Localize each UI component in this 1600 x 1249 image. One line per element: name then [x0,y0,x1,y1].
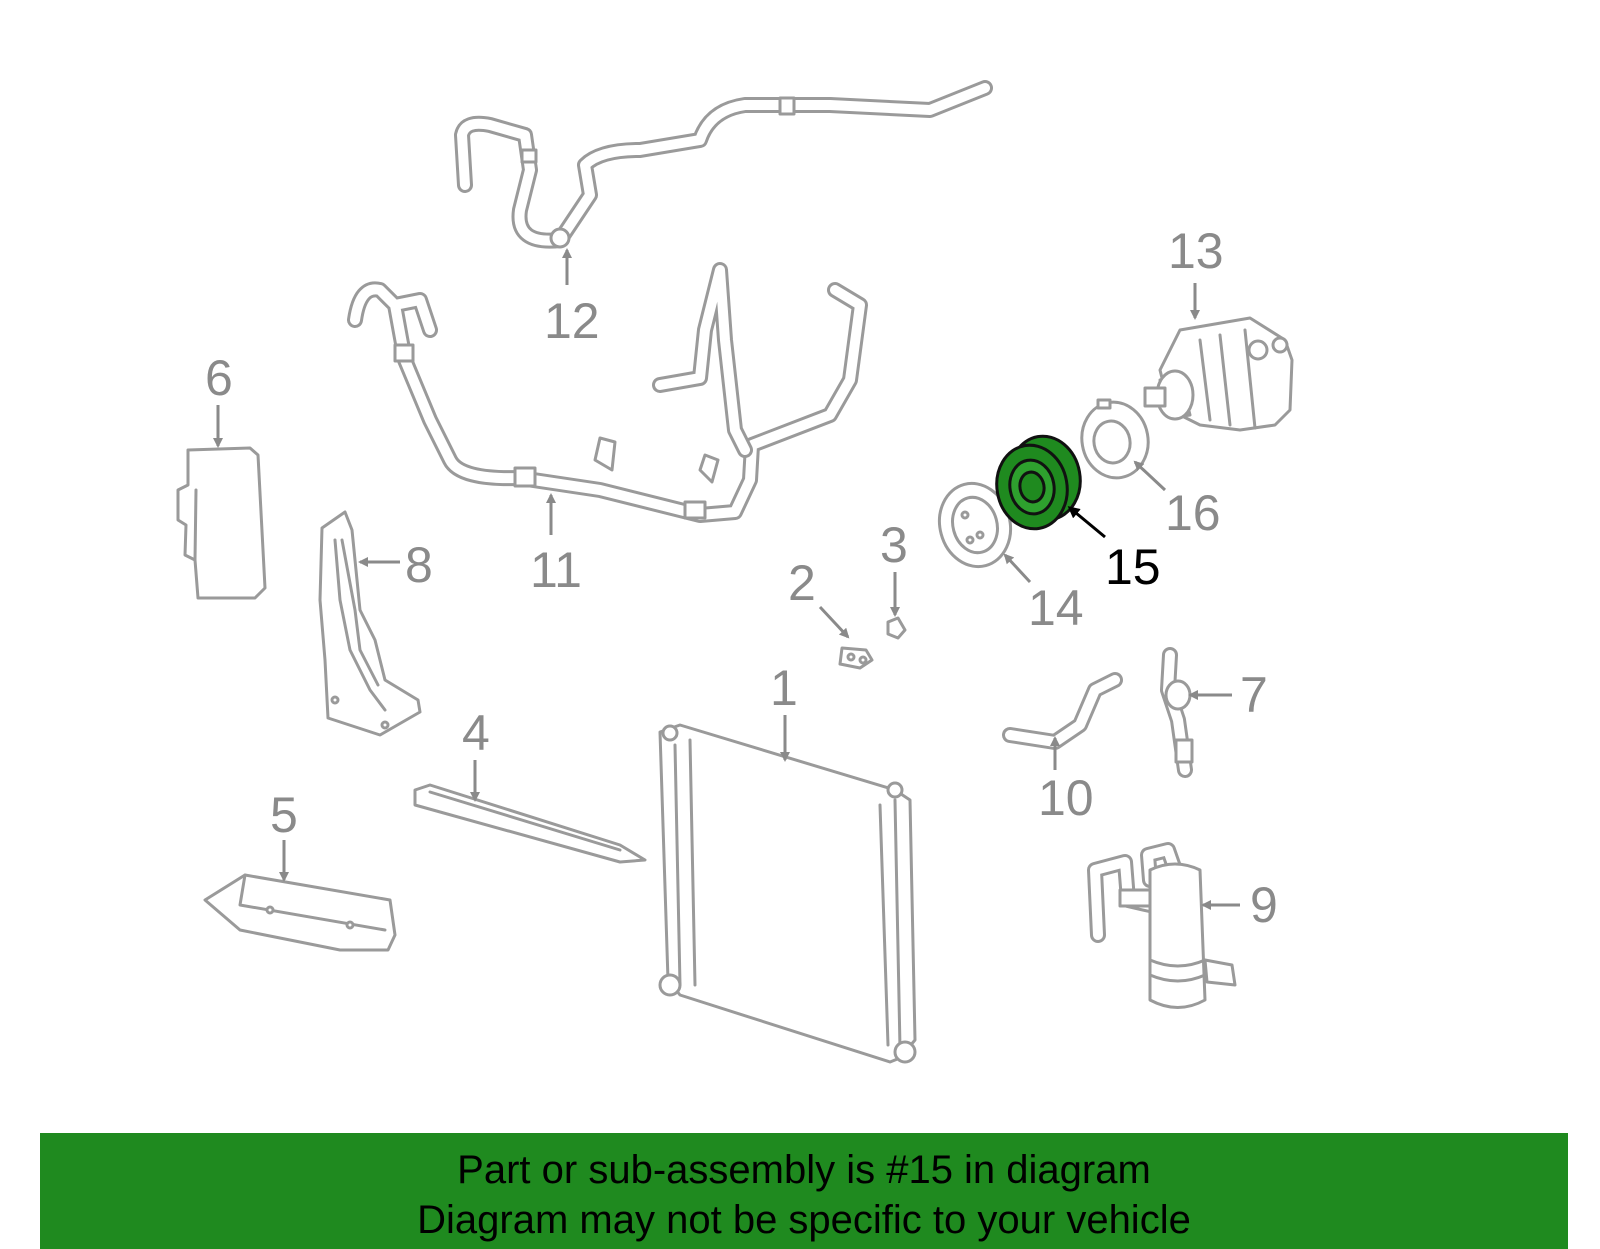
callout-10: 10 [1038,770,1094,826]
part-7-hose[interactable] [1160,647,1194,778]
callouts: 12 11 6 8 5 4 1 2 3 14 15 16 13 10 7 9 [205,223,1278,933]
part-9-accumulator[interactable] [1087,842,1237,1009]
callout-14: 14 [1028,580,1084,636]
part-14-clutch-plate[interactable] [930,475,1019,574]
part-8-bracket[interactable] [318,510,422,737]
part-4-strip[interactable] [413,783,647,864]
callout-16: 16 [1165,485,1221,541]
callout-3: 3 [880,517,908,573]
callout-8: 8 [405,537,433,593]
callout-7: 7 [1240,667,1268,723]
leader-lines [213,248,1240,910]
banner-line-2: Diagram may not be specific to your vehi… [417,1198,1191,1242]
part-1-condenser[interactable] [658,723,917,1064]
part-10-tube[interactable] [1002,672,1123,750]
callout-15: 15 [1105,539,1161,595]
part-2-gasket[interactable] [838,646,874,670]
info-banner: Part or sub-assembly is #15 in diagram D… [40,1133,1568,1249]
part-16-bearing[interactable] [1076,397,1154,483]
part-13-compressor[interactable] [1143,316,1294,432]
callout-6: 6 [205,350,233,406]
callout-4: 4 [462,705,490,761]
callout-12: 12 [544,293,600,349]
part-11-hose[interactable] [347,262,868,523]
callout-1: 1 [770,660,798,716]
callout-13: 13 [1168,223,1224,279]
part-3-oring[interactable] [886,616,907,640]
callout-2: 2 [788,555,816,611]
part-15-pulley[interactable] [990,431,1087,535]
callout-11: 11 [530,542,582,598]
callout-5: 5 [270,787,298,843]
part-5-shield[interactable] [203,873,397,952]
callout-9: 9 [1250,877,1278,933]
part-12-hose[interactable] [454,80,993,249]
banner-line-1: Part or sub-assembly is #15 in diagram [457,1148,1151,1192]
part-6-panel[interactable] [176,446,267,600]
